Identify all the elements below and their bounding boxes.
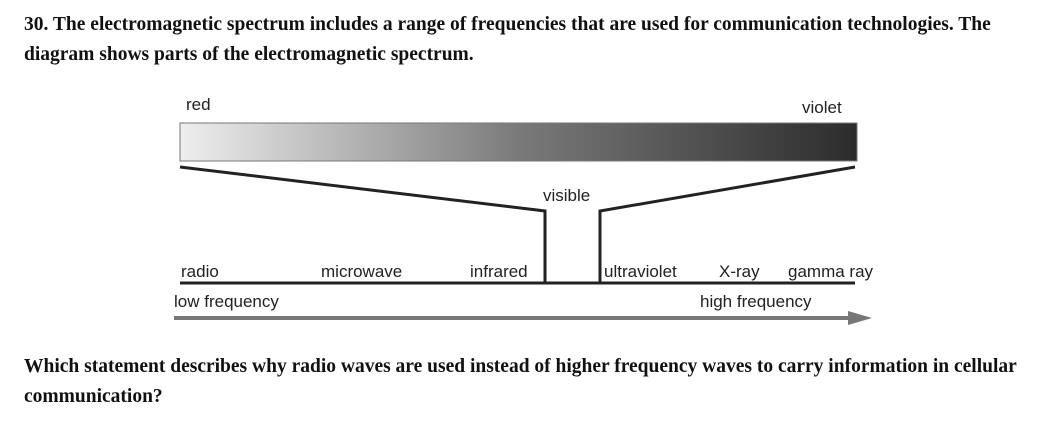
visible-gradient-bar (179, 122, 858, 162)
question-intro: 30. The electromagnetic spectrum include… (24, 10, 1034, 70)
region-label-radio: radio (181, 262, 219, 281)
region-label-ultraviolet: ultraviolet (604, 262, 677, 281)
region-label-gamma-ray: gamma ray (788, 262, 874, 281)
region-label-x-ray: X-ray (719, 262, 760, 281)
label-low-frequency: low frequency (174, 292, 279, 311)
zoom-line-right (598, 165, 856, 283)
zoom-line-left (179, 165, 547, 283)
label-red: red (186, 95, 211, 114)
label-visible: visible (543, 186, 591, 205)
region-label-microwave: microwave (321, 262, 403, 281)
question-intro-text: The electromagnetic spectrum includes a … (24, 14, 991, 65)
frequency-arrow-head (848, 311, 872, 325)
region-label-infrared: infrared (470, 262, 528, 281)
question-prompt: Which statement describes why radio wave… (24, 356, 1017, 407)
label-high-frequency: high frequency (700, 292, 812, 311)
label-violet: violet (802, 98, 842, 117)
question-number: 30. (24, 14, 49, 35)
